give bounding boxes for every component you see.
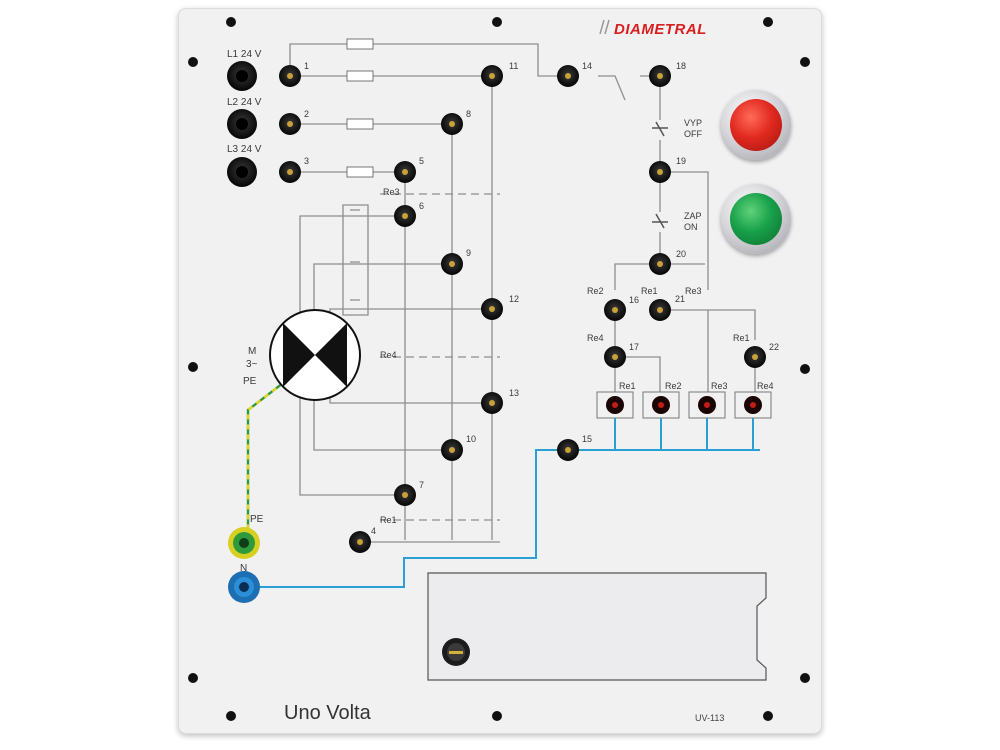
supply-sockets	[227, 61, 257, 187]
label-terminal-4: 4	[371, 526, 377, 536]
product-name: Uno Volta	[284, 702, 371, 724]
terminal-14	[557, 65, 579, 87]
label-terminal-22: 22	[769, 342, 780, 352]
terminal-5	[394, 161, 416, 183]
label-pe-socket: PE	[250, 514, 264, 525]
pe-socket	[228, 527, 260, 559]
terminal-4	[349, 531, 371, 553]
label-terminal-12: 12	[509, 294, 520, 304]
terminal-20	[649, 253, 671, 275]
terminal-12	[481, 298, 503, 320]
label-terminal-8: 8	[466, 109, 472, 119]
label-motor-m: M	[248, 346, 257, 357]
label-l1: L1 24 V	[227, 49, 262, 60]
terminal-18	[649, 65, 671, 87]
label-terminal-9: 9	[466, 248, 472, 258]
label-terminal-19: 19	[676, 156, 687, 166]
label-re3-21: Re3	[685, 286, 702, 296]
label-terminal-20: 20	[676, 249, 687, 259]
label-re1-21: Re1	[641, 286, 658, 296]
label-re1-main: Re1	[380, 515, 397, 525]
label-on-1: ZAP	[684, 211, 702, 221]
label-terminal-6: 6	[419, 201, 425, 211]
terminal-1	[279, 65, 301, 87]
label-terminal-2: 2	[304, 109, 310, 119]
label-terminal-3: 3	[304, 156, 310, 166]
mounting-screws	[188, 17, 810, 721]
terminal-6	[394, 205, 416, 227]
terminal-17	[604, 346, 626, 368]
terminal-8	[441, 113, 463, 135]
label-re3-main: Re3	[383, 187, 400, 197]
label-terminal-18: 18	[676, 61, 687, 71]
motor-symbol	[269, 309, 361, 401]
label-re4-17: Re4	[587, 333, 604, 343]
terminals	[279, 65, 766, 553]
label-coil-re3: Re3	[711, 381, 728, 391]
label-terminal-16: 16	[629, 295, 640, 305]
terminal-10	[441, 439, 463, 461]
terminal-22	[744, 346, 766, 368]
label-terminal-10: 10	[466, 434, 477, 444]
terminal-7	[394, 484, 416, 506]
label-terminal-13: 13	[509, 388, 520, 398]
terminal-19	[649, 161, 671, 183]
label-coil-re2: Re2	[665, 381, 682, 391]
terminal-9	[441, 253, 463, 275]
label-coil-re4: Re4	[757, 381, 774, 391]
fuses	[346, 38, 374, 178]
label-on-2: ON	[684, 222, 698, 232]
terminal-15	[557, 439, 579, 461]
label-terminal-21: 21	[675, 294, 686, 304]
neutral-wire	[246, 418, 760, 588]
label-l3: L3 24 V	[227, 144, 262, 155]
brand-logo-mark	[599, 19, 610, 35]
terminal-2	[279, 113, 301, 135]
brand-name: DIAMETRAL	[614, 21, 707, 38]
cover-plate	[427, 572, 767, 681]
terminal-21	[649, 299, 671, 321]
on-button[interactable]	[721, 184, 791, 254]
terminal-3	[279, 161, 301, 183]
terminal-11	[481, 65, 503, 87]
label-re1-22: Re1	[733, 333, 750, 343]
product-code: UV-113	[695, 713, 725, 723]
label-terminal-14: 14	[582, 61, 593, 71]
terminal-16	[604, 299, 626, 321]
label-terminal-7: 7	[419, 480, 425, 490]
label-off-1: VYP	[684, 118, 703, 128]
label-l2: L2 24 V	[227, 97, 262, 108]
label-terminal-5: 5	[419, 156, 425, 166]
label-motor-phases: 3~	[246, 359, 258, 370]
label-motor-pe: PE	[243, 376, 257, 387]
label-off-2: OFF	[684, 129, 702, 139]
label-n-socket: N	[240, 563, 248, 574]
label-re4-main: Re4	[380, 350, 397, 360]
terminal-13	[481, 392, 503, 414]
label-terminal-15: 15	[582, 434, 593, 444]
label-coil-re1: Re1	[619, 381, 636, 391]
n-socket	[228, 571, 260, 603]
coil-lamps	[606, 396, 762, 414]
label-terminal-1: 1	[304, 61, 310, 71]
button-contacts	[652, 121, 668, 229]
label-terminal-11: 11	[509, 61, 519, 71]
label-re2-16: Re2	[587, 286, 604, 296]
label-terminal-17: 17	[629, 342, 640, 352]
off-button[interactable]	[721, 90, 791, 160]
